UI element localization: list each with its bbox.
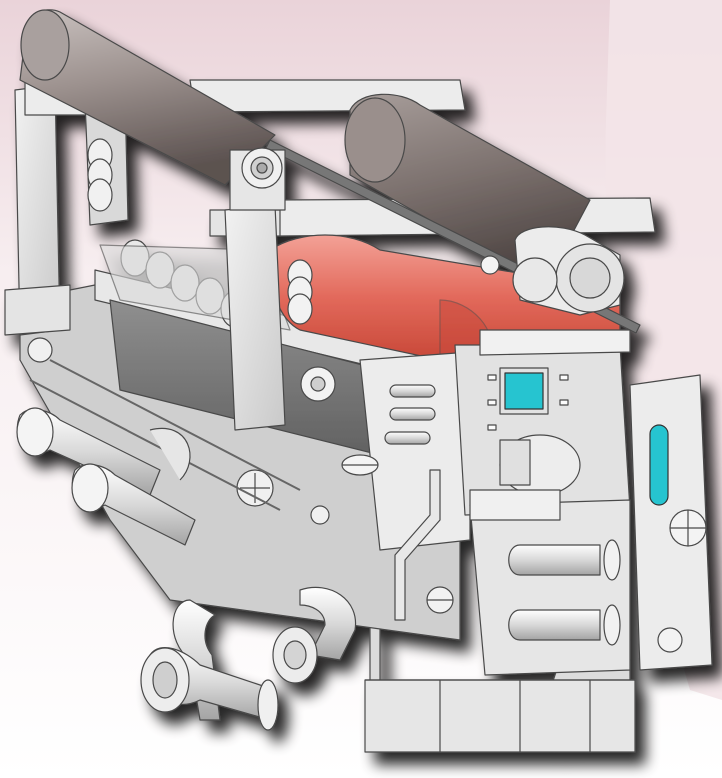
front-valves (384, 384, 436, 445)
cabinet-window-cyan (504, 372, 544, 410)
right-pulley (512, 257, 558, 303)
plinth-lines (365, 679, 635, 752)
left-foot-plate (4, 284, 71, 336)
front-valve-panel (359, 351, 471, 551)
tension-rod-1 (49, 359, 301, 491)
left-knob (27, 337, 53, 363)
tension-rod-2 (29, 379, 281, 511)
cabinet-lid (479, 329, 631, 356)
base-plinth (364, 679, 636, 753)
rod-bracket (149, 427, 191, 481)
pulley-large-axle (256, 162, 268, 174)
machine-body (4, 9, 713, 753)
lower-pipe-flange-left-hole (152, 661, 178, 699)
left-spring (87, 138, 113, 212)
level-gauge-cyan (649, 424, 669, 506)
right-gear-inner (569, 257, 611, 299)
upper-roller-end (20, 9, 70, 81)
drain-pipe (394, 469, 441, 621)
lower-cabinet (469, 499, 631, 676)
right-panel-handwheel-spokes (670, 510, 706, 546)
left-pipe-lower-end (71, 463, 109, 513)
center-column (224, 204, 286, 431)
lower-cabinet-top (469, 489, 561, 521)
left-pipe-upper-end (16, 407, 54, 457)
lower-pipe-flange-right (257, 679, 279, 731)
motor-mount (499, 439, 531, 486)
small-idler (480, 255, 500, 275)
elbow-pipe-upper (508, 544, 601, 576)
small-fitting (310, 505, 330, 525)
center-spring (287, 259, 313, 325)
right-panel-knob (657, 627, 683, 653)
center-valve-core (310, 376, 326, 392)
elbow-lower-flange (603, 604, 621, 646)
pump-outlet-pipe (299, 586, 357, 661)
middle-roller-end (344, 97, 406, 183)
cabinet-window-frame (499, 367, 549, 415)
cabinet-bolts (487, 374, 569, 431)
elbow-upper-flange (603, 539, 621, 581)
elbow-pipe-lower (508, 609, 601, 641)
pump-hub (283, 640, 307, 670)
